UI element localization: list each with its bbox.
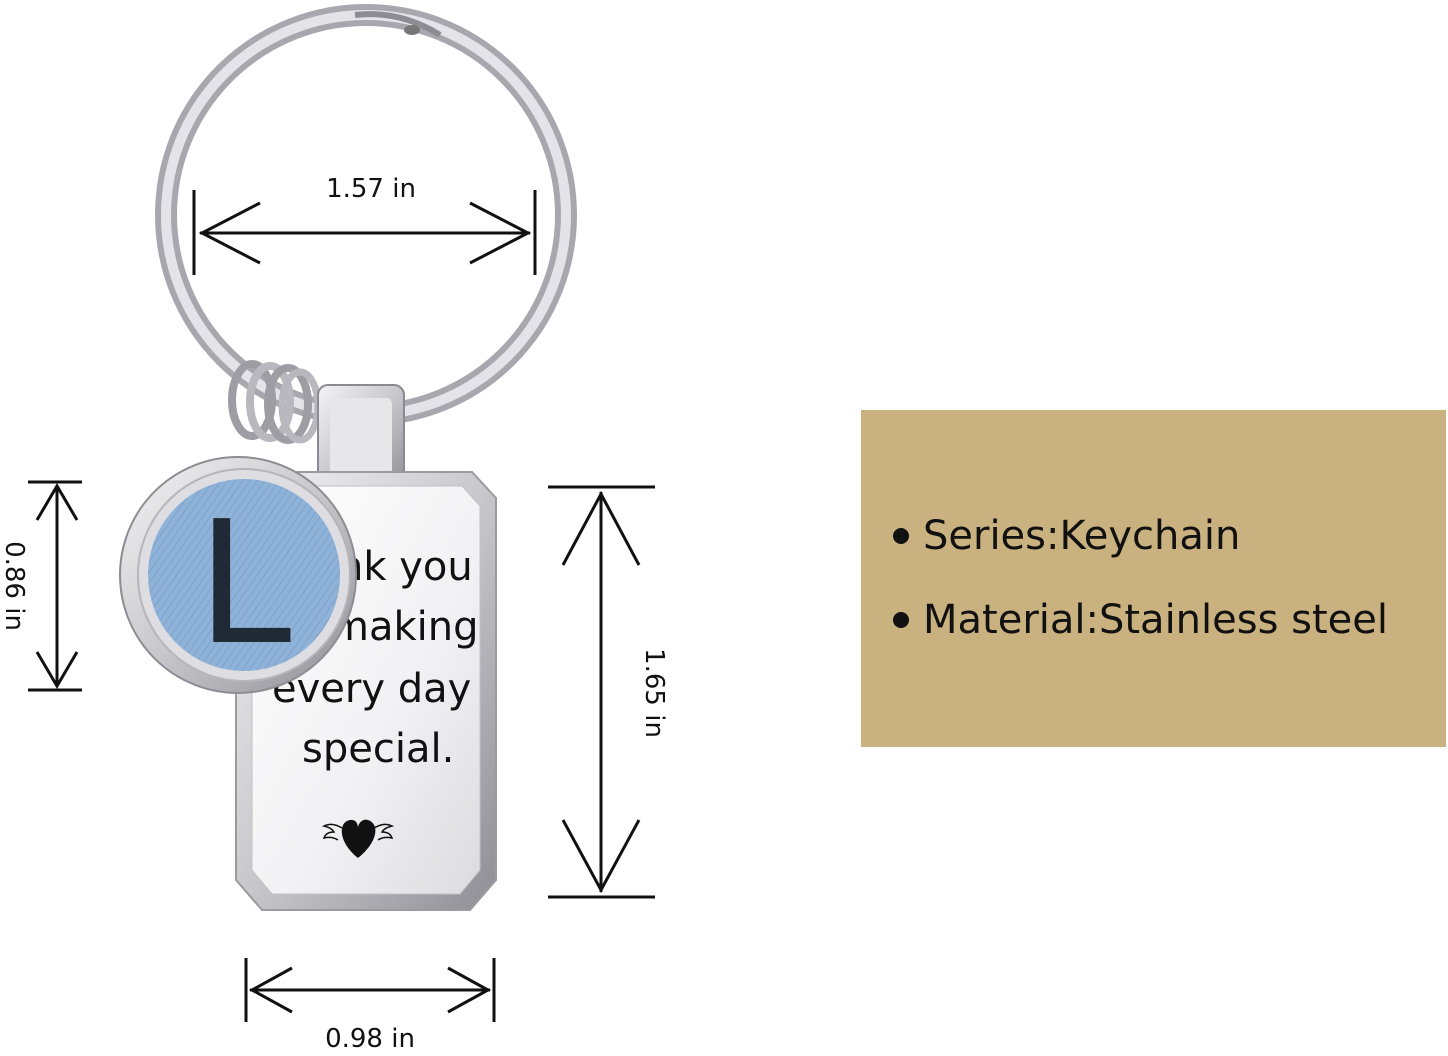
ring-diameter-label: 1.57 in [326,174,416,204]
letter-charm: L [119,456,357,694]
dimension-ring-diameter [192,190,537,275]
key-ring [155,4,577,426]
dimension-tag-width [244,958,496,1022]
tag-width-label: 0.98 in [325,1024,415,1054]
tag-bail [317,384,405,490]
tag-line-4: special. [302,726,454,772]
charm-letter: L [197,485,292,683]
spec-item-material: Material:Stainless steel [893,596,1446,644]
tag-height-label: 1.65 in [639,648,669,738]
tag-line-1: nk you [338,544,473,590]
jump-rings [228,360,322,444]
dimension-tag-height [548,485,655,899]
spec-text: Series:Keychain [923,513,1241,559]
tag-line-3: every day [272,666,471,712]
bullet-icon [893,612,909,628]
bullet-icon [893,528,909,544]
spec-text: Material:Stainless steel [923,597,1388,643]
winged-heart-icon [321,819,395,858]
spec-item-series: Series:Keychain [893,512,1446,560]
dimension-charm-diameter [28,480,82,692]
keychain-illustration: nk you making every day special. L 1.5 [0,4,669,1054]
charm-diameter-label: 0.86 in [0,541,29,631]
tag-line-2: making [330,604,479,650]
spec-panel: Series:Keychain Material:Stainless steel [861,410,1446,747]
